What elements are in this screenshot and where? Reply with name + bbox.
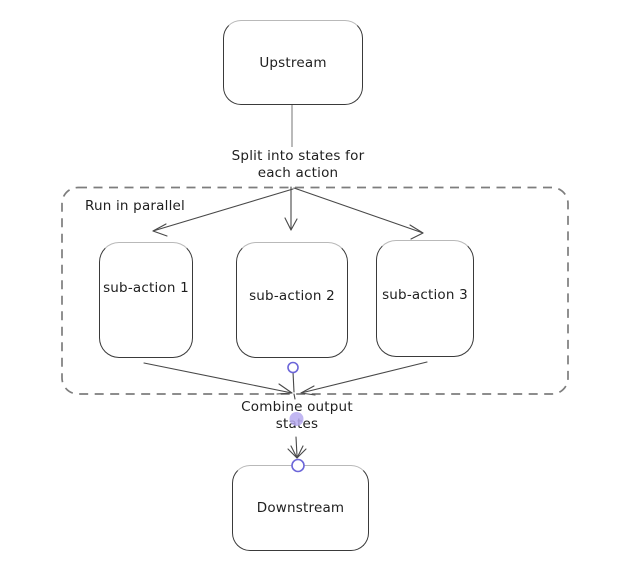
node-downstream-label: Downstream: [256, 500, 345, 516]
node-sub-action-1: sub-action 1: [99, 242, 193, 358]
parallel-group-label: Run in parallel: [85, 198, 185, 214]
node-upstream-label: Upstream: [259, 54, 327, 71]
combine-edge-label-line1: Combine output: [241, 399, 353, 415]
node-downstream: Downstream: [232, 465, 369, 551]
node-sub-action-2-label: sub-action 2: [249, 288, 335, 304]
edge-split-to-sub3: [293, 187, 424, 234]
node-sub-action-3: sub-action 3: [376, 240, 474, 357]
binding-circle-sub2: [287, 361, 299, 374]
arrowhead-downstream: [290, 445, 304, 459]
split-edge-label-line1: Split into states for: [231, 148, 365, 164]
arrowhead-sub2: [284, 217, 298, 231]
node-upstream: Upstream: [223, 20, 363, 105]
edge-combine-to-downstream: [295, 436, 298, 457]
node-sub-action-3-label: sub-action 3: [382, 287, 468, 303]
combine-edge-label: Combine output states: [197, 399, 397, 433]
edge-sub2-to-combine: [292, 371, 295, 393]
node-sub-action-2: sub-action 2: [236, 242, 348, 358]
combine-edge-label-line2: states: [275, 416, 319, 432]
arrowhead-combine-left: [276, 383, 293, 395]
arrowhead-sub1: [152, 223, 168, 237]
edge-sub1-to-combine: [143, 362, 293, 394]
arrowhead-sub3: [409, 224, 424, 240]
edge-sub3-to-combine: [300, 361, 428, 394]
arrowhead-downstream-extra: [287, 448, 307, 459]
split-edge-label: Split into states for each action: [198, 148, 398, 182]
arrowhead-combine-right: [300, 385, 316, 396]
node-sub-action-1-label: sub-action 1: [103, 280, 189, 296]
split-edge-label-line2: each action: [257, 165, 339, 181]
